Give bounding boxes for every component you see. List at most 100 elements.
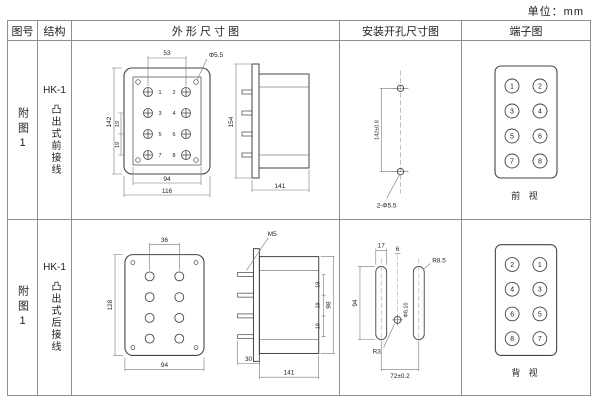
dim-30-label: 30 (244, 355, 252, 362)
dim-phi5-5-label: Φ5.5 (208, 52, 223, 59)
front-view-dim-labels: 53 Φ5.5 142 19 19 94 116 (106, 50, 223, 195)
svg-text:8: 8 (510, 336, 514, 343)
dim-98-label: 98 (325, 301, 332, 309)
dim-r85-label: R8.5 (432, 257, 446, 264)
header-mounting: 安装开孔尺寸图 (340, 21, 462, 41)
dim-m5-label: M5 (267, 230, 276, 237)
svg-text:2: 2 (538, 83, 542, 90)
dim-94-label-row2: 94 (160, 361, 168, 368)
front-view-body (122, 67, 211, 175)
structure-desc-row2: 凸出式后接线 (48, 281, 60, 353)
model-row1: HK-1 (43, 84, 66, 96)
front-view-terminal-screws (142, 87, 191, 160)
front-term-2: 2 (172, 90, 175, 96)
dim-19c-label-row2: 19 (315, 323, 321, 329)
dim-116-label: 116 (161, 188, 172, 195)
fig-no-cell-row2: 附图1 (8, 220, 38, 395)
unit-label: 单位：mm (527, 6, 584, 18)
fig-no-row1: 附图1 (16, 107, 29, 153)
outline-drawing-rear-wiring: 36 128 94 (107, 230, 335, 379)
terminal-circles (504, 78, 548, 169)
terminal-numbers-rear: 2 1 4 3 6 5 8 7 (510, 261, 542, 342)
dim-128-label: 128 (107, 299, 114, 310)
fig-no-row2: 附图1 (16, 284, 29, 331)
rear-side-view-dim-lines (236, 237, 335, 379)
dim-154-label: 154 (228, 116, 235, 127)
dim-36-label: 36 (160, 236, 168, 243)
mounting-dim-lines (379, 88, 400, 199)
front-term-1: 1 (158, 90, 161, 96)
dim-142-label: 142 (106, 116, 113, 127)
svg-text:4: 4 (538, 108, 542, 115)
dim-6-label: 6 (396, 246, 400, 253)
svg-text:1: 1 (538, 261, 542, 268)
header-outline: 外 形 尺 寸 图 (72, 21, 340, 41)
front-view-terminal-numbers: 1 2 3 4 5 6 7 8 (158, 90, 175, 159)
svg-text:6: 6 (538, 133, 542, 140)
dim-19b-label-row2: 19 (315, 302, 321, 308)
terminal-diagram-rear-view: 2 1 4 3 6 5 8 7 背 视 (494, 243, 558, 378)
svg-text:7: 7 (510, 158, 514, 165)
header-structure: 结构 (38, 21, 72, 41)
structure-cell-row1: HK-1 凸出式前接线 (38, 41, 72, 220)
svg-text:3: 3 (510, 108, 514, 115)
header-terminal: 端子图 (462, 21, 590, 41)
terminal-circles-rear (504, 256, 548, 346)
dim-94-label: 94 (163, 176, 171, 183)
dim-142-tol-label: 142±0.8 (375, 120, 381, 140)
front-term-6: 6 (172, 132, 175, 138)
dim-141-label: 141 (274, 183, 285, 190)
svg-text:1: 1 (510, 83, 514, 90)
dim-19a-label: 19 (115, 121, 121, 127)
holes-callout-label: 2-Φ5.5 (377, 202, 397, 209)
svg-text:2: 2 (510, 261, 514, 268)
view-label-front: 前 视 (511, 190, 541, 201)
dim-19b-label: 19 (115, 142, 121, 148)
rear-view-dim-labels: 36 128 94 (107, 236, 168, 368)
dim-53-label: 53 (163, 50, 171, 57)
mounting-dim-lines-row2 (357, 248, 431, 371)
mounting-slots (375, 265, 425, 340)
mounting-cell-row2: 17 6 R8.5 94 Φ8.10 R3 72±0.2 (340, 220, 462, 395)
fig-no-cell-row1: 附图1 (8, 41, 38, 220)
dim-72-label: 72±0.2 (390, 373, 410, 380)
svg-text:4: 4 (510, 286, 514, 293)
terminal-block-outline (494, 65, 558, 179)
front-view-dim-lines (111, 56, 210, 197)
dim-r3-label: R3 (373, 348, 382, 355)
front-term-8: 8 (172, 153, 175, 159)
rear-view-body (123, 253, 205, 356)
front-term-5: 5 (158, 132, 161, 138)
rear-view-dim-lines (112, 242, 204, 371)
mounting-drawing-front-wiring: 142±0.8 2-Φ5.5 (375, 70, 409, 209)
terminal-cell-row1: 1 2 3 4 5 6 7 8 前 视 (462, 41, 590, 220)
outline-drawing-front-wiring: 1 2 3 4 5 6 7 8 53 (106, 50, 309, 197)
dim-141-label-row2: 141 (283, 369, 294, 376)
rear-side-view-body (236, 247, 319, 362)
dimension-table: 图号 结构 外 形 尺 寸 图 安装开孔尺寸图 端子图 附图1 HK-1 凸出式… (7, 20, 591, 396)
terminal-diagram-front-view: 1 2 3 4 5 6 7 8 前 视 (494, 65, 558, 201)
mounting-drawing-rear-wiring: 17 6 R8.5 94 Φ8.10 R3 72±0.2 (352, 242, 446, 380)
svg-text:6: 6 (510, 311, 514, 318)
svg-text:7: 7 (538, 336, 542, 343)
rear-side-view-dim-labels: M5 98 19 19 19 30 141 (244, 230, 332, 376)
dim-phi810-label: Φ8.10 (403, 302, 409, 317)
side-view-dim-lines (233, 63, 309, 192)
terminal-numbers: 1 2 3 4 5 6 7 8 (510, 83, 542, 165)
outline-cell-row2: 36 128 94 (72, 220, 340, 395)
header-fig-no: 图号 (8, 21, 38, 41)
terminal-block-outline-rear (494, 243, 558, 356)
front-term-3: 3 (158, 111, 161, 117)
svg-text:5: 5 (538, 311, 542, 318)
front-term-7: 7 (158, 153, 161, 159)
view-label-rear: 背 视 (511, 367, 540, 378)
structure-desc-row1: 凸出式前接线 (48, 103, 60, 176)
mounting-cell-row1: 142±0.8 2-Φ5.5 (340, 41, 462, 220)
dim-17-label: 17 (378, 242, 386, 249)
svg-text:5: 5 (510, 133, 514, 140)
slot-centerlines (380, 254, 420, 348)
front-term-4: 4 (172, 111, 175, 117)
dim-94-label-mount: 94 (352, 299, 359, 307)
svg-text:8: 8 (538, 158, 542, 165)
